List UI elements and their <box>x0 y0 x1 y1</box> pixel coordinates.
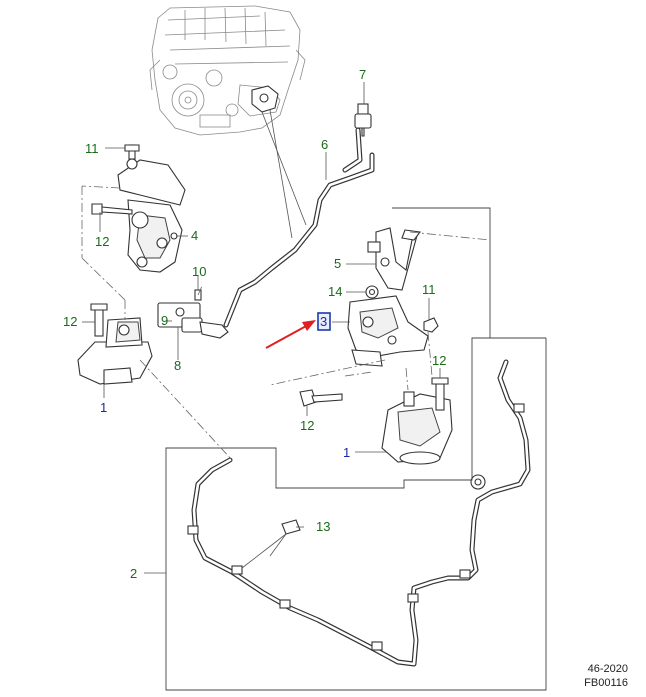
callout-3[interactable]: 3 <box>320 314 327 329</box>
sensor-7 <box>354 103 372 137</box>
left-engine-mount-1 <box>77 303 153 385</box>
bracket-5 <box>367 227 422 291</box>
sensor-assembly-8 <box>157 289 229 339</box>
assembly-frames <box>81 185 547 691</box>
callout-1-right[interactable]: 1 <box>343 445 350 460</box>
callout-12-bolt[interactable]: 12 <box>300 418 314 433</box>
highlight-pointer-arrow <box>265 320 316 349</box>
callout-11-top[interactable]: 11 <box>85 141 99 156</box>
hose-6 <box>223 127 375 328</box>
highlight-box-3 <box>317 312 331 331</box>
callout-7[interactable]: 7 <box>359 67 366 82</box>
hose-assembly-2 <box>187 359 531 667</box>
callout-2[interactable]: 2 <box>130 566 137 581</box>
callout-13[interactable]: 13 <box>316 519 330 534</box>
footer-section-code: 46-2020 <box>587 663 628 675</box>
callout-labels: 11 12 4 7 6 5 14 3 11 12 12 1 12 1 9 8 1… <box>63 67 446 581</box>
callout-6[interactable]: 6 <box>321 137 328 152</box>
leader-engine-1 <box>261 111 307 226</box>
engine-ghost-illustration <box>149 5 306 136</box>
callout-9[interactable]: 9 <box>161 313 168 328</box>
callout-11-right[interactable]: 11 <box>422 282 436 297</box>
callout-4[interactable]: 4 <box>191 228 198 243</box>
callout-14[interactable]: 14 <box>328 284 342 299</box>
callout-10[interactable]: 10 <box>192 264 206 279</box>
callout-5[interactable]: 5 <box>334 256 341 271</box>
callout-12-left-bracket[interactable]: 12 <box>95 234 109 249</box>
bracket-assembly-4 <box>91 144 186 273</box>
engine-mount-bracket-3 <box>347 285 439 367</box>
leader-lines <box>82 82 441 574</box>
callout-1-left[interactable]: 1 <box>100 400 107 415</box>
callout-12-mount[interactable]: 12 <box>63 314 77 329</box>
callout-12-right[interactable]: 12 <box>432 353 446 368</box>
leader-engine-2 <box>269 109 293 239</box>
footer-figure-code: FB00116 <box>584 677 628 689</box>
callout-8[interactable]: 8 <box>174 358 181 373</box>
right-engine-mount-1 <box>381 377 453 465</box>
bolt-12-middle <box>299 389 343 407</box>
